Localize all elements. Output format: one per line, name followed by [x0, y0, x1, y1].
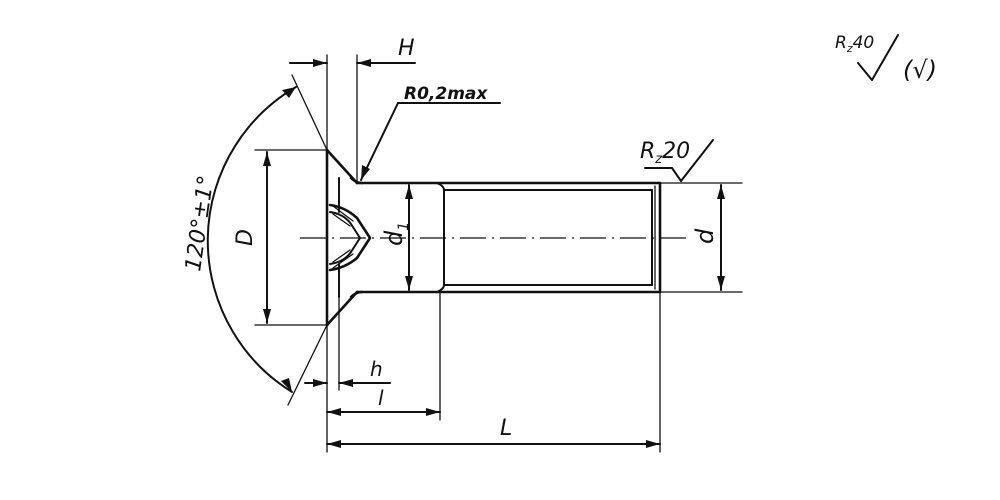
h-label: h — [370, 357, 383, 381]
fillet-label: R0,2max — [404, 84, 488, 104]
H-label: H — [398, 36, 415, 61]
general-roughness: Rz40 (√) — [835, 33, 937, 84]
d-thread-dimension: d — [659, 182, 743, 293]
d1-dimension: d1 — [380, 184, 413, 291]
d-label: d — [691, 228, 719, 244]
d1-label: d1 — [380, 222, 412, 246]
angle-label: 120°±1° — [181, 174, 219, 273]
thread-roughness: Rz20 — [640, 139, 714, 182]
thread-roughness-label: Rz20 — [640, 139, 690, 167]
check-symbol: (√) — [903, 56, 937, 84]
D-label: D — [233, 229, 258, 246]
l-label: l — [378, 386, 384, 410]
d-head-dimension: D — [233, 149, 328, 326]
general-roughness-label: Rz40 — [835, 33, 874, 55]
L-label: L — [500, 416, 512, 441]
screw-outline — [300, 148, 690, 327]
length-dimensions: h l L — [304, 291, 661, 453]
fillet-leader: R0,2max — [360, 84, 501, 181]
h-head-dimension: H — [289, 36, 416, 184]
